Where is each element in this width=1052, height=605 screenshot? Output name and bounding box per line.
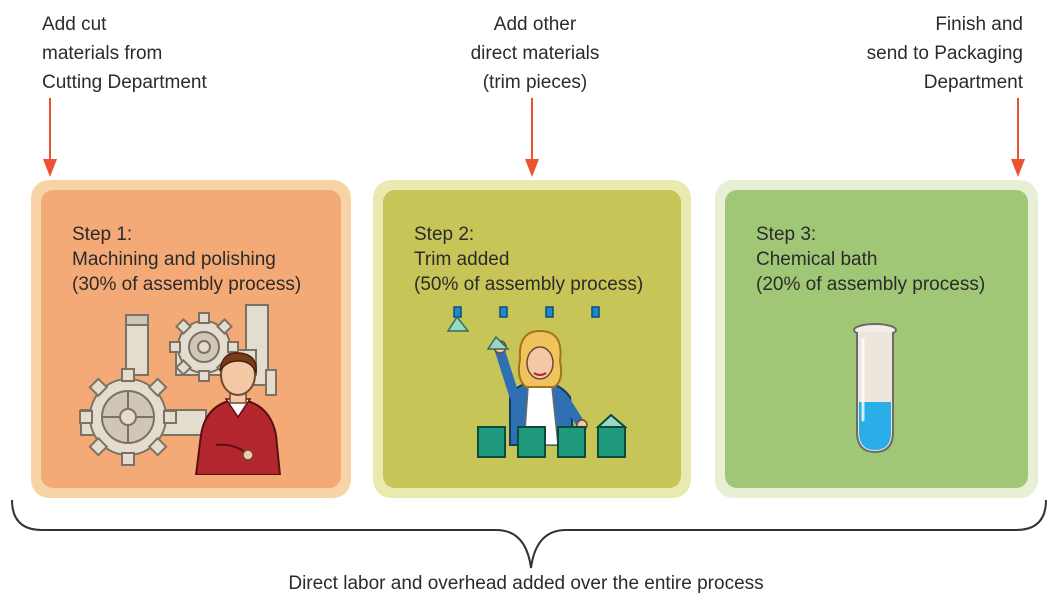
label-line: send to Packaging (866, 43, 1023, 64)
label-line: Add other (493, 14, 577, 35)
input-arrow-step3 (1011, 98, 1025, 178)
label-line: Department (923, 72, 1023, 93)
footer-caption: Direct labor and overhead added over the… (288, 573, 764, 594)
step-1-text: Step 1: Machining and polishing (30% of … (72, 222, 301, 297)
gears-and-worker-illustration (79, 304, 282, 475)
label-line: materials from (42, 43, 163, 64)
step-2-text: Step 2: Trim added (50% of assembly proc… (414, 222, 643, 297)
test-tube-icon (853, 323, 897, 454)
label-line: Finish and (935, 14, 1023, 35)
label-line: Cutting Department (42, 72, 207, 93)
process-brace (11, 499, 1047, 569)
step-3-panel: Step 3: Chemical bath (20% of assembly p… (725, 190, 1028, 488)
label-line: direct materials (470, 43, 600, 64)
input-label-finish: Finish and send to Packaging Department (790, 10, 1023, 97)
worker-figure (194, 352, 282, 475)
step-name: Machining and polishing (72, 249, 276, 270)
worker-adding-trim-illustration (446, 306, 628, 458)
step-share: (20% of assembly process) (756, 274, 986, 295)
input-arrow-step2 (525, 98, 539, 178)
step-2-panel: Step 2: Trim added (50% of assembly proc… (383, 190, 681, 488)
label-line: Add cut (42, 14, 107, 35)
label-line: (trim pieces) (482, 72, 588, 93)
step-2-box: Step 2: Trim added (50% of assembly proc… (373, 180, 691, 498)
step-3-text: Step 3: Chemical bath (20% of assembly p… (756, 222, 985, 297)
step-1-panel: Step 1: Machining and polishing (30% of … (41, 190, 341, 488)
step-title: Step 3: (756, 224, 817, 245)
step-title: Step 1: (72, 224, 133, 245)
step-1-box: Step 1: Machining and polishing (30% of … (31, 180, 351, 498)
step-share: (30% of assembly process) (72, 274, 302, 295)
step-name: Chemical bath (756, 249, 878, 270)
step-title: Step 2: (414, 224, 475, 245)
step-name: Trim added (414, 249, 510, 270)
input-label-other-materials: Add other direct materials (trim pieces) (430, 10, 640, 97)
step-share: (50% of assembly process) (414, 274, 644, 295)
input-label-cut-materials: Add cut materials from Cutting Departmen… (42, 10, 282, 97)
step-3-box: Step 3: Chemical bath (20% of assembly p… (715, 180, 1038, 498)
input-arrow-step1 (43, 98, 57, 178)
